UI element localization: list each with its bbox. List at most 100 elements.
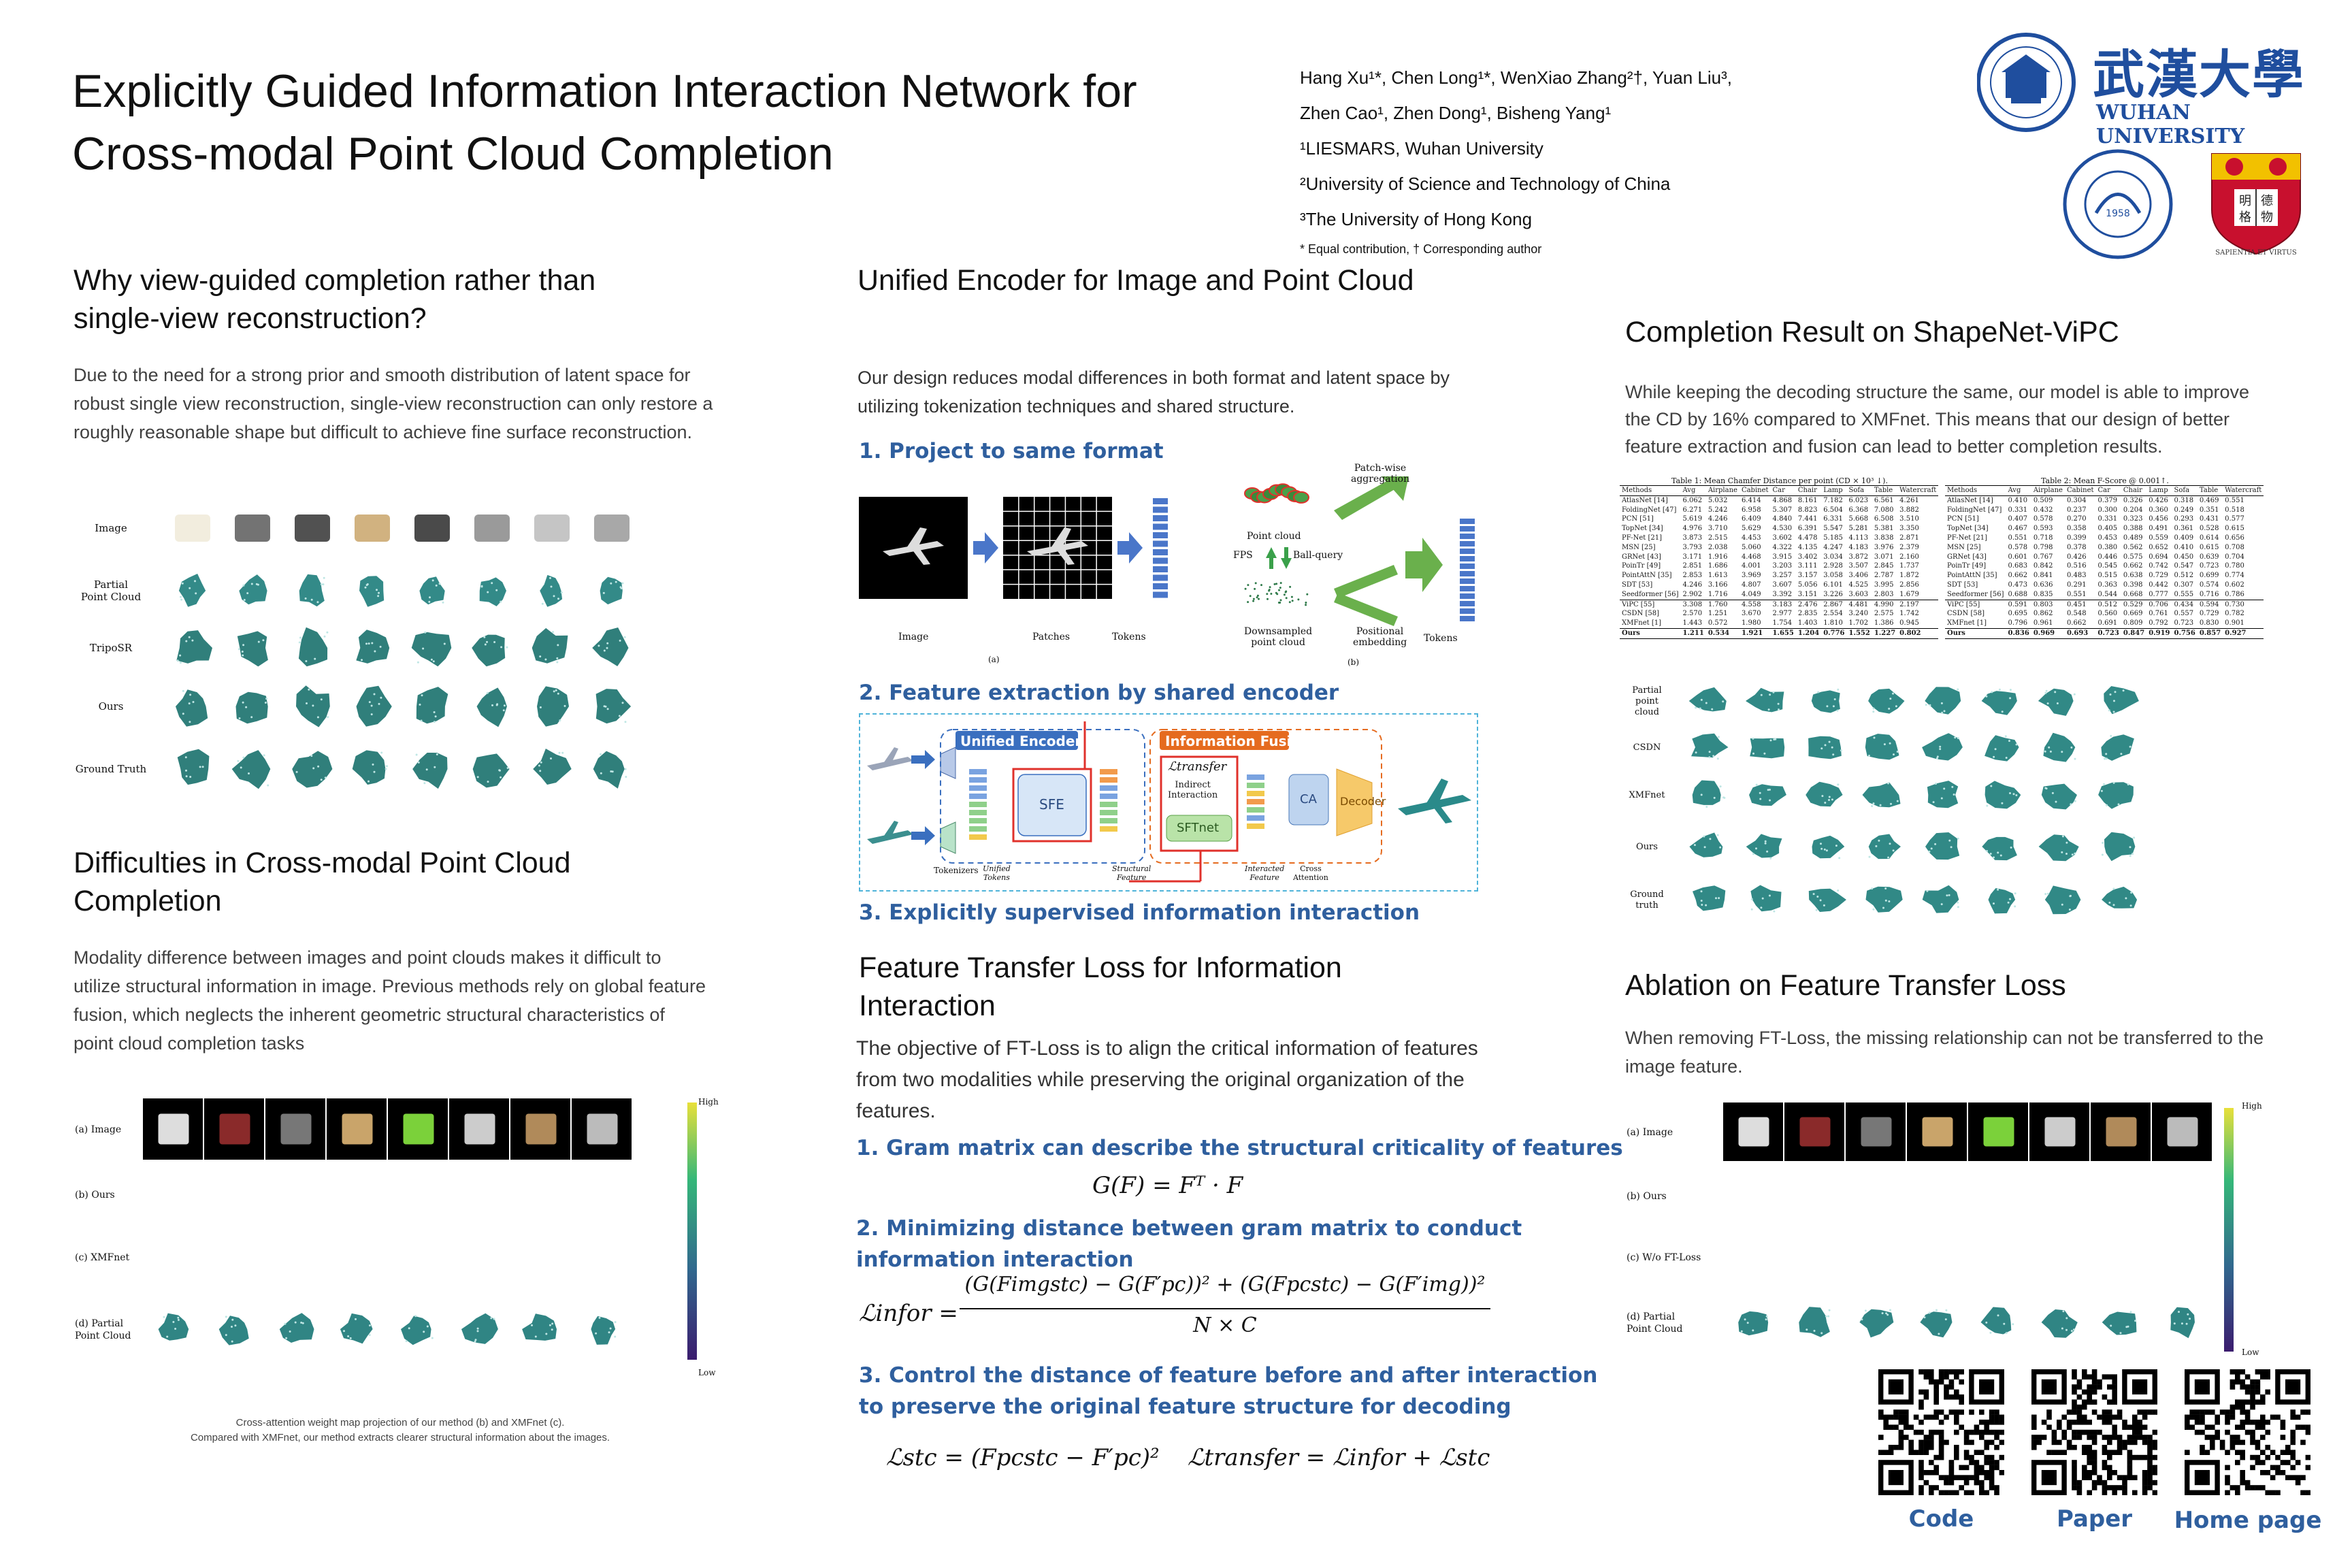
table-cell: 5.032 bbox=[1708, 496, 1728, 504]
colorbar-high-label: High bbox=[698, 1097, 719, 1107]
table-cell: 0.426 bbox=[2149, 496, 2168, 504]
table-cell: 1.921 bbox=[1739, 627, 1771, 639]
table-cell: 0.575 bbox=[2123, 553, 2143, 561]
table-cell: 6.409 bbox=[1741, 515, 1761, 523]
table-cell: 0.545 bbox=[2097, 562, 2118, 570]
point-cloud-shape bbox=[592, 627, 629, 666]
svg-text:物: 物 bbox=[2261, 210, 2273, 225]
table-cell: 2.803 bbox=[1874, 590, 1894, 598]
point-cloud-shape bbox=[2041, 1309, 2078, 1338]
table-cell: 0.683 bbox=[2008, 562, 2028, 570]
table-cell: 0.593 bbox=[2033, 525, 2053, 533]
code-qr-icon[interactable] bbox=[1878, 1369, 2004, 1495]
point-cloud-shape bbox=[231, 750, 271, 789]
object-image-thumbnail bbox=[534, 514, 570, 542]
point-cloud-shape bbox=[299, 574, 325, 607]
table-cell: 2.835 bbox=[1797, 610, 1818, 618]
table-cell: 0.559 bbox=[2149, 534, 2168, 542]
row-label: Ours bbox=[1636, 842, 1658, 852]
table-cell: 3.151 bbox=[1797, 590, 1818, 598]
table-cell: 5.060 bbox=[1741, 543, 1761, 551]
point-cloud-shape bbox=[359, 576, 385, 607]
table-cell: 0.614 bbox=[2199, 534, 2219, 542]
tokenization-figure-b: Patch-wise aggregation Point cloud FPS B… bbox=[1218, 463, 1504, 674]
point-cloud-shape bbox=[1868, 834, 1901, 860]
table-cell: 2.902 bbox=[1682, 590, 1703, 598]
image-cell bbox=[510, 1098, 570, 1160]
table-cell: 1.403 bbox=[1797, 619, 1818, 627]
point-cloud-shape bbox=[1984, 781, 2021, 809]
point-cloud-shape bbox=[2044, 885, 2081, 915]
paper-link[interactable]: Paper bbox=[2056, 1505, 2133, 1533]
table-cell: 0.802 bbox=[1897, 627, 1939, 639]
table-cell: 4.183 bbox=[1848, 543, 1869, 551]
table-cell: 0.694 bbox=[2149, 553, 2168, 561]
affiliation-2: ²University of Science and Technology of… bbox=[1300, 174, 1671, 194]
point-cloud-shape bbox=[1746, 687, 1784, 713]
token-bar bbox=[1460, 534, 1475, 539]
point-cloud-shape bbox=[2098, 781, 2134, 809]
point-cloud-shape bbox=[176, 630, 212, 664]
point-cloud-shape bbox=[1806, 781, 1843, 807]
table-cell: 2.867 bbox=[1821, 599, 1847, 610]
table-cell: 4.113 bbox=[1848, 534, 1869, 542]
point-cloud-shape bbox=[1925, 687, 1961, 715]
author-block: Hang Xu¹*, Chen Long¹*, WenXiao Zhang²†,… bbox=[1300, 60, 1732, 261]
table-cell: 1.552 bbox=[1846, 627, 1872, 639]
table-header-cell: Chair bbox=[1795, 485, 1822, 496]
homepage-link[interactable]: Home page bbox=[2174, 1507, 2322, 1534]
table-cell: 0.399 bbox=[2066, 534, 2087, 542]
point-cloud-shape bbox=[1980, 1307, 2014, 1335]
point-cloud-shape bbox=[178, 574, 206, 607]
table-cell: SDT [53] bbox=[1947, 581, 1978, 589]
table-cell: 6.508 bbox=[1874, 515, 1894, 523]
ca-block: CA bbox=[1300, 792, 1317, 806]
svg-text:明: 明 bbox=[2239, 194, 2251, 208]
ftloss-paragraph: The objective of FT-Loss is to align the… bbox=[856, 1037, 1478, 1122]
point-cloud-shape bbox=[416, 687, 448, 724]
table-cell: 0.786 bbox=[2225, 590, 2244, 598]
table-cell: 6.023 bbox=[1848, 496, 1869, 504]
table-cell: 3.240 bbox=[1848, 610, 1869, 618]
table-header-cell: Sofa bbox=[2172, 485, 2198, 496]
table-cell: 0.360 bbox=[2149, 506, 2168, 514]
table-cell: 5.547 bbox=[1823, 525, 1843, 533]
table-cell: 2.871 bbox=[1899, 534, 1919, 542]
table-cell: 0.351 bbox=[2199, 506, 2219, 514]
table-cell: 0.691 bbox=[2097, 619, 2118, 627]
whu-emblem-icon bbox=[1976, 33, 2076, 132]
table-cell: 0.615 bbox=[2225, 525, 2244, 533]
paper-qr-icon[interactable] bbox=[2031, 1369, 2157, 1495]
table-cell: 1.613 bbox=[1708, 572, 1728, 580]
point-cloud-shape bbox=[356, 630, 390, 664]
point-cloud-shape bbox=[476, 687, 507, 728]
row-label: point bbox=[1635, 696, 1659, 706]
table-cell: 0.695 bbox=[2008, 610, 2028, 618]
feature-token-bar bbox=[969, 794, 987, 799]
interacted-feature-label: Interacted Feature bbox=[1245, 864, 1285, 882]
point-cloud-shape bbox=[533, 749, 572, 785]
table-cell: 3.171 bbox=[1682, 553, 1703, 561]
table-header-cell: Lamp bbox=[2146, 485, 2172, 496]
ustc-year: 1958 bbox=[2106, 208, 2130, 219]
point-cloud-shape bbox=[1982, 836, 2017, 861]
table-cell: 2.379 bbox=[1899, 543, 1919, 551]
table-cell: 0.638 bbox=[2123, 572, 2143, 580]
code-link[interactable]: Code bbox=[1908, 1505, 1974, 1533]
feature-token-bar bbox=[1100, 818, 1117, 823]
row-label: Image bbox=[95, 522, 127, 534]
homepage-qr-icon[interactable] bbox=[2185, 1369, 2310, 1495]
image-cell bbox=[1968, 1102, 2028, 1161]
point-cloud-shape bbox=[176, 689, 208, 727]
row-label: Point Cloud bbox=[1627, 1324, 1682, 1335]
table-cell: 0.409 bbox=[2174, 534, 2194, 542]
token-bar bbox=[1460, 526, 1475, 532]
row-label: Partial bbox=[1632, 685, 1661, 696]
token-bar bbox=[1153, 549, 1168, 555]
